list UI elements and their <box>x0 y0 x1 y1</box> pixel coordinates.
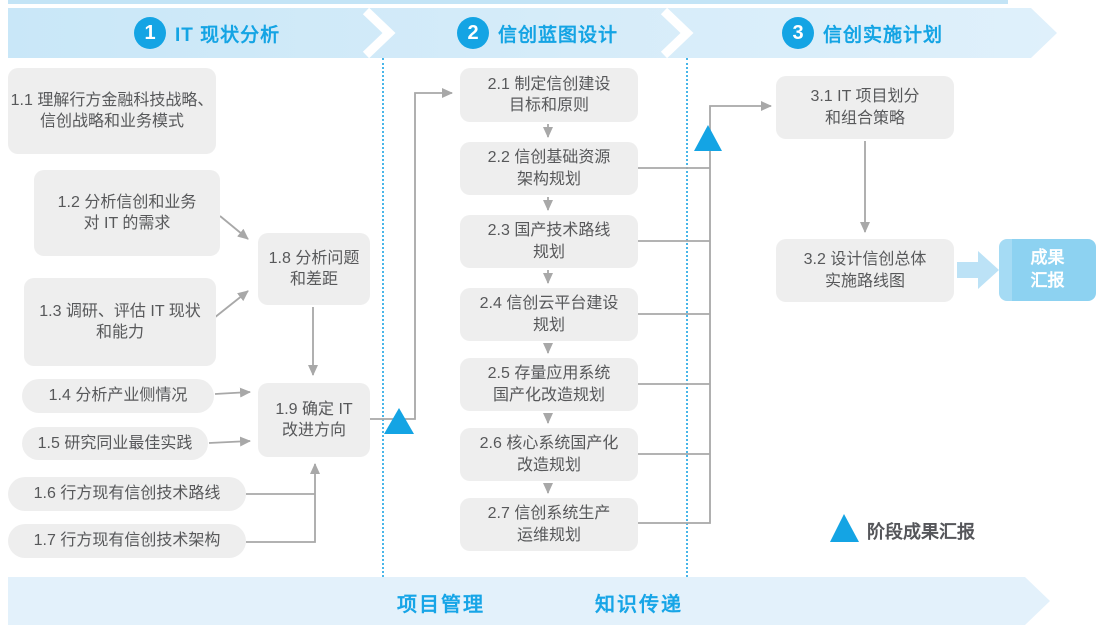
banner-chevron-1 <box>362 7 396 59</box>
phase-banner <box>8 8 1057 58</box>
task-text: 2.5 存量应用系统 <box>487 365 611 383</box>
task-text: 2.1 制定信创建设 <box>487 75 611 93</box>
task-box-2-4: 2.4 信创云平台建设 规划 <box>460 288 638 341</box>
phase-2-title: 信创蓝图设计 <box>498 24 619 46</box>
task-text: 和能力 <box>95 324 144 341</box>
milestone-triangle-phase2 <box>694 125 722 151</box>
task-text: 规划 <box>532 316 565 334</box>
report-text: 成果 <box>1030 248 1065 268</box>
phase-2-header: 2 信创蓝图设计 <box>457 17 618 49</box>
phase-separator-1 <box>382 58 384 577</box>
task-text: 2.2 信创基础资源 <box>487 149 611 167</box>
task-text: 目标和原则 <box>508 97 589 114</box>
phase-2-number-badge: 2 <box>457 17 489 49</box>
task-text: 改进方向 <box>281 422 346 439</box>
banner-chevron-2 <box>660 7 694 59</box>
task-text: 2.4 信创云平台建设 <box>479 295 619 313</box>
task-box-1-5: 1.5 研究同业最佳实践 <box>22 427 208 460</box>
task-box-3-2: 3.2 设计信创总体 实施路线图 <box>776 239 954 302</box>
task-text: 1.8 分析问题 <box>268 249 360 267</box>
task-text: 3.1 IT 项目划分 <box>810 88 920 106</box>
task-box-1-7: 1.7 行方现有信创技术架构 <box>8 524 246 558</box>
task-box-2-2: 2.2 信创基础资源 架构规划 <box>460 142 638 195</box>
phase-separator-2 <box>686 58 688 577</box>
task-text: 1.7 行方现有信创技术架构 <box>33 532 221 550</box>
connector-lines <box>208 88 870 543</box>
task-text: 2.6 核心系统国产化 <box>479 435 619 453</box>
task-box-1-9: 1.9 确定 IT 改进方向 <box>258 383 370 457</box>
phase-1-header: 1 IT 现状分析 <box>134 17 280 49</box>
phase-1-title: IT 现状分析 <box>175 24 281 46</box>
phase-1-number-badge: 1 <box>134 17 166 49</box>
task-text: 2.3 国产技术路线 <box>487 222 611 240</box>
task-text: 架构规划 <box>516 170 581 188</box>
task-text: 1.2 分析信创和业务 <box>57 193 197 211</box>
report-text: 汇报 <box>1030 271 1065 290</box>
bottom-banner <box>8 577 1050 625</box>
task-text: 运维规划 <box>516 526 581 544</box>
report-arrow-icon <box>957 251 999 289</box>
task-box-1-8: 1.8 分析问题 和差距 <box>258 233 370 305</box>
task-text: 信创战略和业务模式 <box>39 113 184 130</box>
task-box-1-6: 1.6 行方现有信创技术路线 <box>8 477 246 511</box>
legend-milestone-triangle-icon <box>830 514 859 542</box>
task-text: 1.3 调研、评估 IT 现状 <box>39 302 201 320</box>
bottom-label-project-management: 项目管理 <box>397 594 485 616</box>
task-box-1-1: 1.1 理解行方金融科技战略、 信创战略和业务模式 <box>8 68 216 154</box>
task-text: 1.6 行方现有信创技术路线 <box>33 485 221 503</box>
task-box-2-6: 2.6 核心系统国产化 改造规划 <box>460 428 638 481</box>
phase-3-header: 3 信创实施计划 <box>782 17 943 49</box>
phase-3-number-badge: 3 <box>782 17 814 49</box>
top-accent-strip <box>8 0 1008 4</box>
task-text: 改造规划 <box>516 456 581 474</box>
task-text: 实施路线图 <box>824 272 905 290</box>
task-box-3-1: 3.1 IT 项目划分 和组合策略 <box>776 76 954 139</box>
task-text: 对 IT 的需求 <box>83 215 171 232</box>
task-box-2-1: 2.1 制定信创建设 目标和原则 <box>460 68 638 122</box>
bottom-label-knowledge-transfer: 知识传递 <box>595 594 683 616</box>
phase-3-title: 信创实施计划 <box>823 24 944 46</box>
result-report-box: 成果 汇报 <box>999 239 1096 301</box>
task-text: 1.5 研究同业最佳实践 <box>37 434 193 452</box>
task-box-2-3: 2.3 国产技术路线 规划 <box>460 215 638 268</box>
task-box-1-4: 1.4 分析产业侧情况 <box>22 379 214 413</box>
legend-label: 阶段成果汇报 <box>867 522 975 542</box>
task-text: 1.4 分析产业侧情况 <box>48 387 188 405</box>
task-text: 1.9 确定 IT <box>275 400 353 418</box>
task-text: 和组合策略 <box>824 109 905 127</box>
task-box-2-7: 2.7 信创系统生产 运维规划 <box>460 498 638 551</box>
task-text: 国产化改造规划 <box>492 386 605 404</box>
task-box-2-5: 2.5 存量应用系统 国产化改造规划 <box>460 358 638 411</box>
task-text: 规划 <box>532 243 565 261</box>
milestone-triangle-phase1 <box>384 408 414 434</box>
task-box-1-3: 1.3 调研、评估 IT 现状 和能力 <box>24 278 216 366</box>
task-text: 和差距 <box>289 271 338 288</box>
task-text: 1.1 理解行方金融科技战略、 <box>10 91 214 109</box>
task-text: 2.7 信创系统生产 <box>487 505 611 523</box>
task-text: 3.2 设计信创总体 <box>803 251 927 269</box>
task-box-1-2: 1.2 分析信创和业务 对 IT 的需求 <box>34 170 220 256</box>
